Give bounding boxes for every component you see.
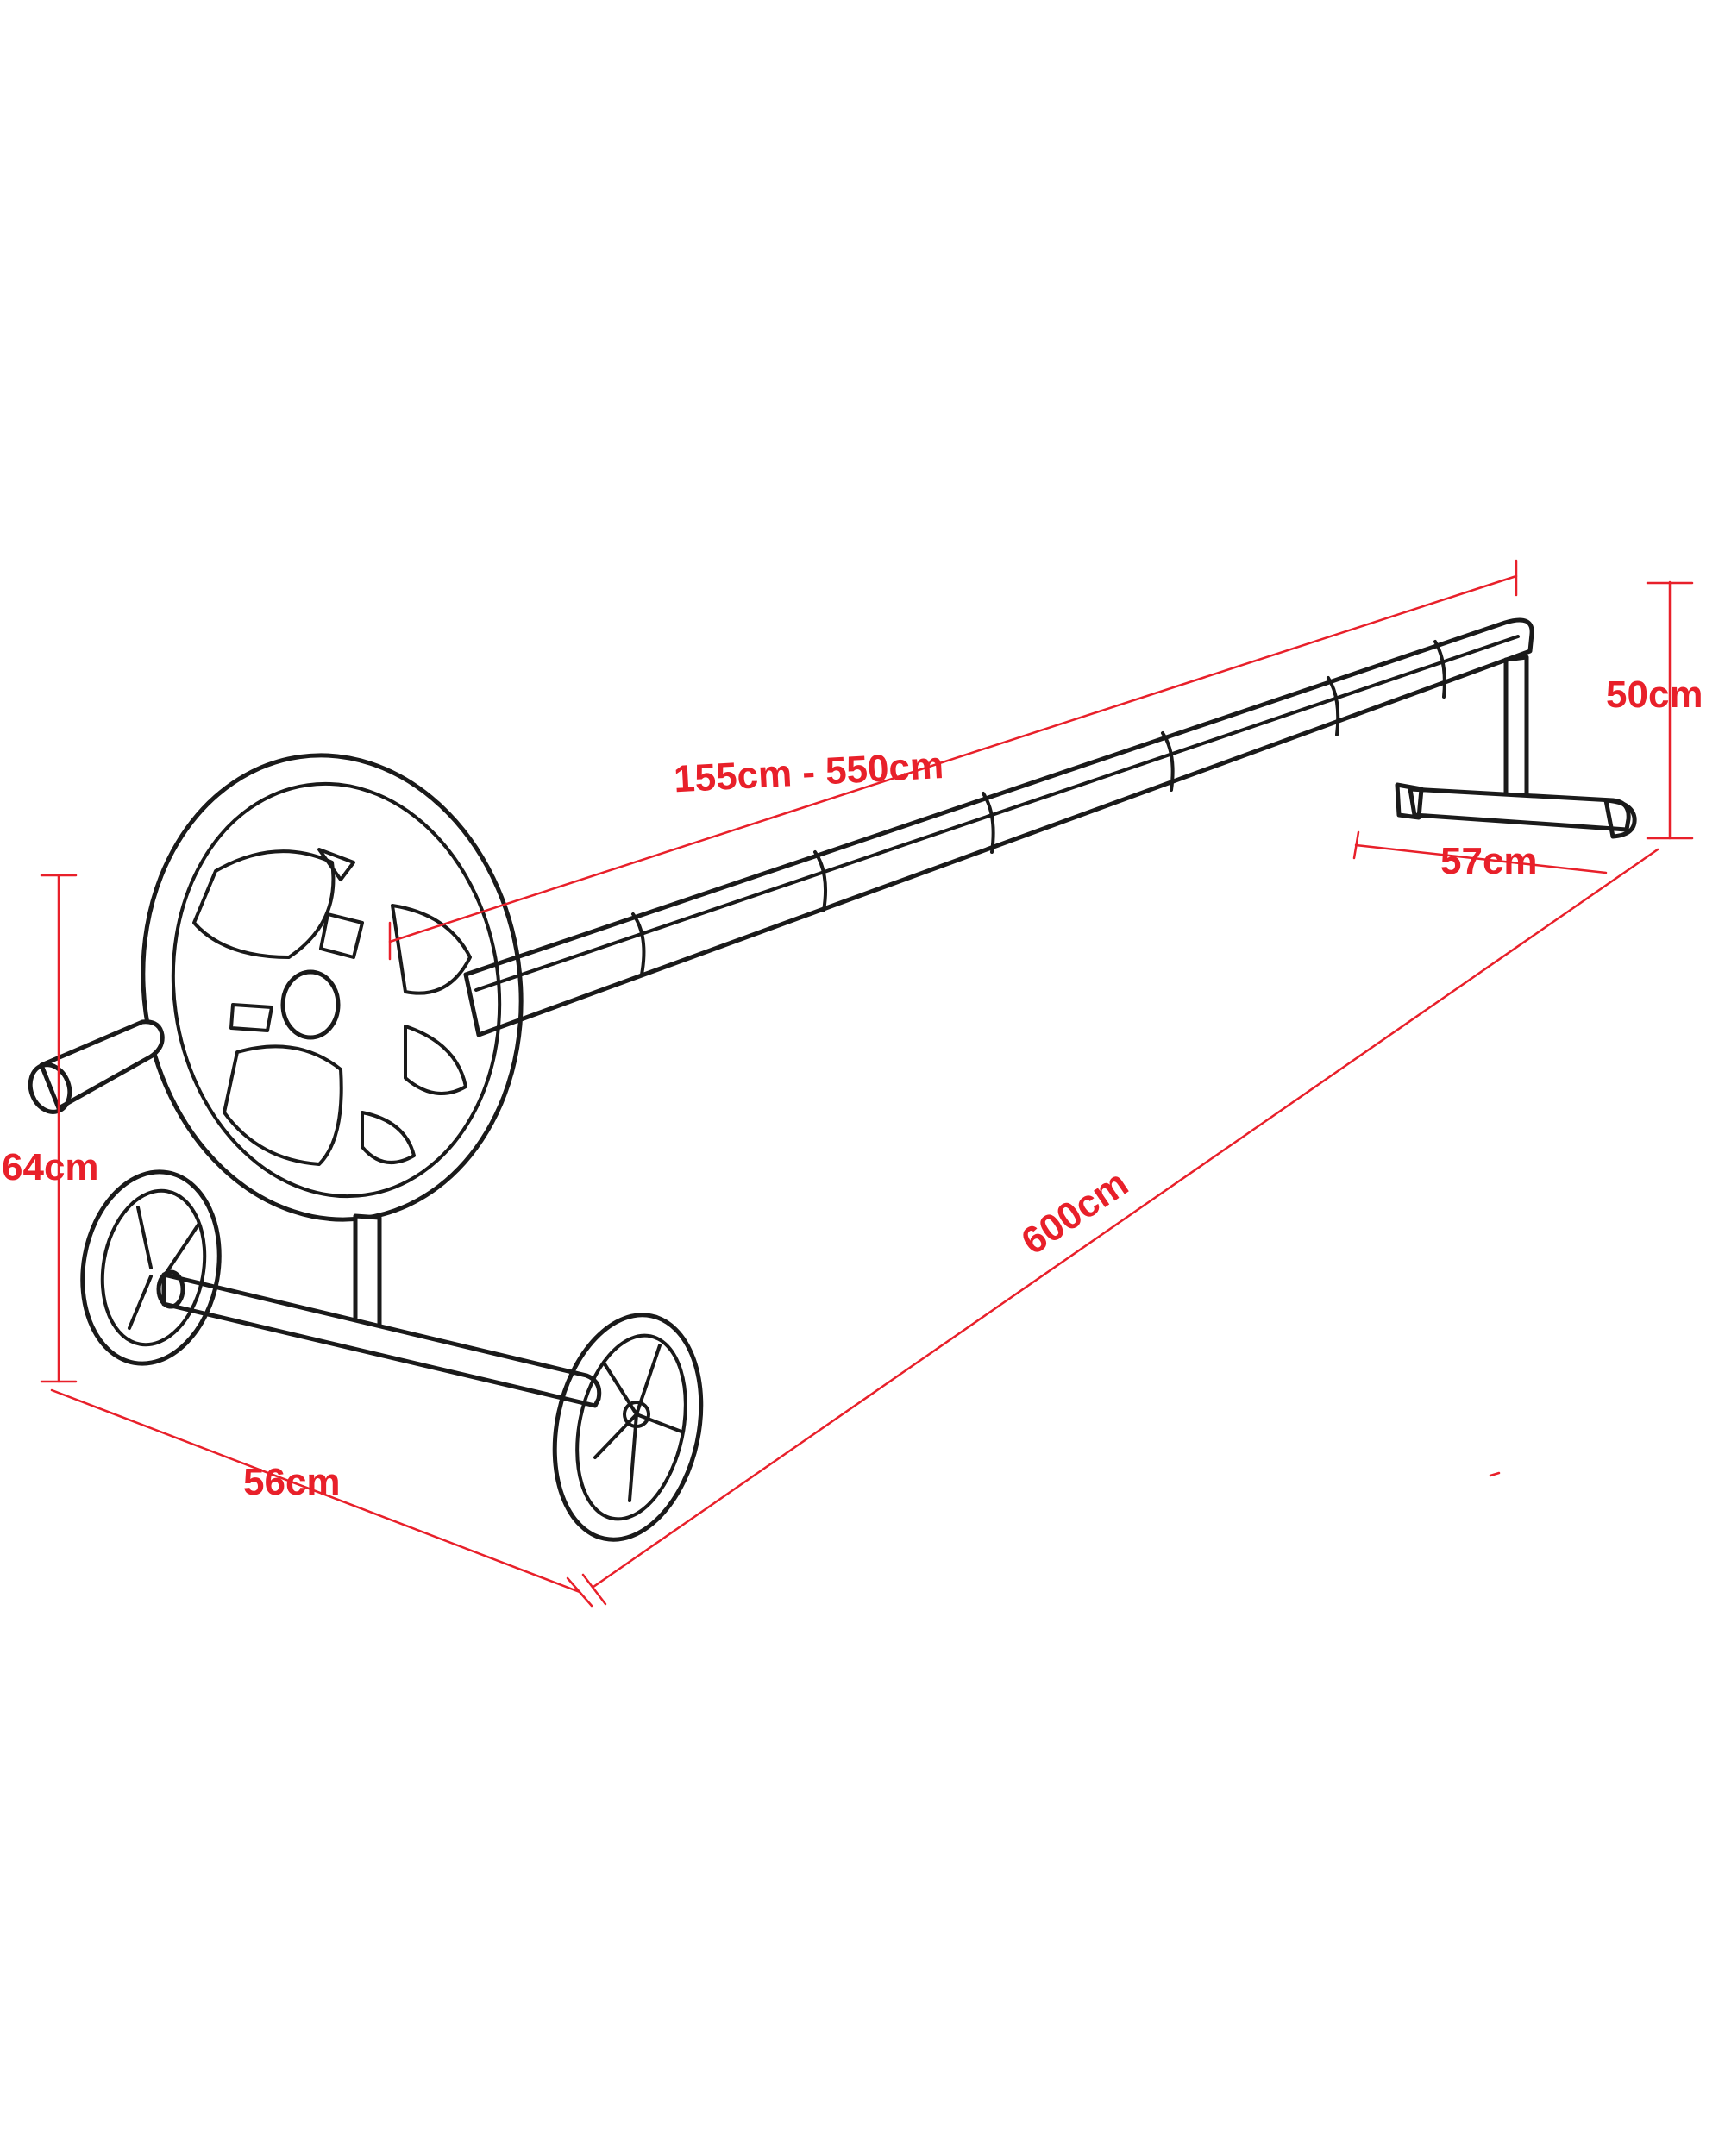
front-wheel — [552, 1313, 704, 1542]
label-height-left: 64cm — [2, 1146, 99, 1188]
dim-line-width-right — [1354, 843, 1608, 874]
reel-wheel — [141, 753, 524, 1222]
dim-line-tube-length — [388, 574, 1518, 943]
back-wheel — [80, 1169, 222, 1366]
dim-line-width-left — [50, 1388, 581, 1594]
crank-handle — [28, 1019, 165, 1114]
telescopic-tube — [463, 617, 1534, 1037]
label-width-left: 56cm — [243, 1461, 341, 1503]
dimension-lines — [40, 559, 1694, 1608]
label-width-right: 57cm — [1440, 840, 1538, 882]
label-overall-length: 600cm — [1014, 1162, 1136, 1263]
left-frame — [156, 1213, 602, 1408]
label-height-right: 50cm — [1606, 674, 1703, 716]
right-support-stand — [1395, 655, 1637, 839]
dim-line-overall-length — [592, 848, 1659, 1589]
reel-drawing — [28, 617, 1637, 1542]
label-tube-length: 155cm - 550cm — [673, 744, 944, 800]
